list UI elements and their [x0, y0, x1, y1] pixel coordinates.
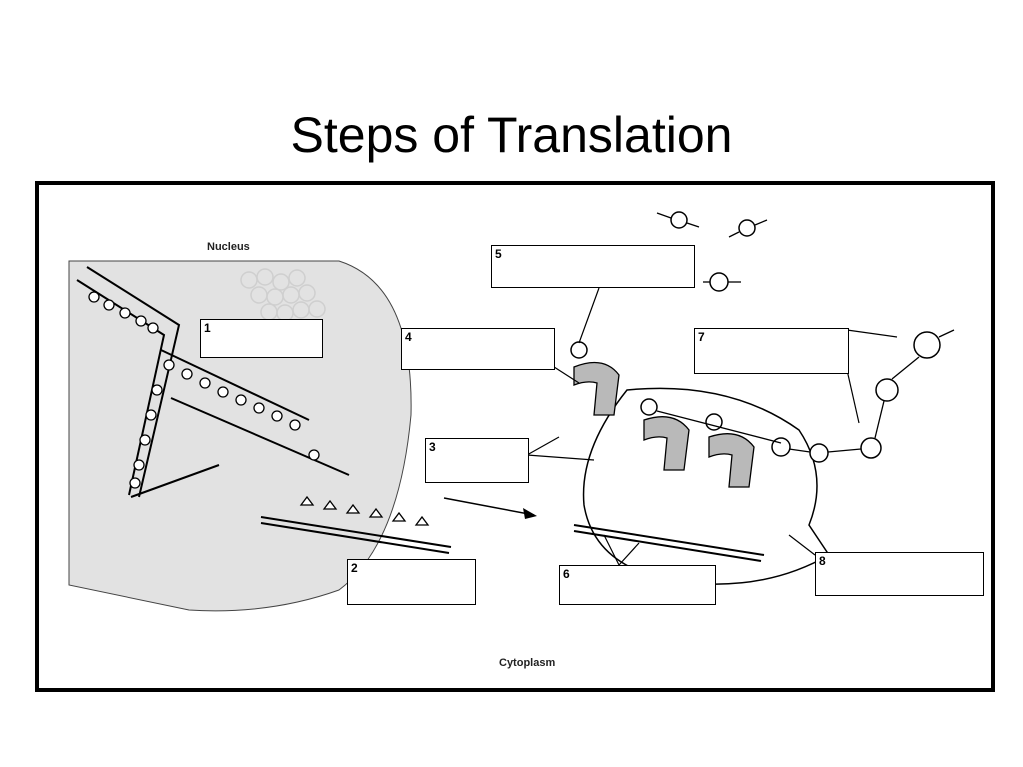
leader-lines — [526, 287, 898, 566]
dna-bases — [88, 291, 320, 489]
cytoplasm-label: Cytoplasm — [499, 657, 556, 669]
direction-arrow — [443, 497, 537, 519]
peptide-bonds — [656, 212, 955, 453]
label-number-4: 4 — [405, 330, 412, 344]
label-box-7[interactable]: 7 — [694, 328, 849, 374]
label-number-6: 6 — [563, 567, 570, 581]
label-number-1: 1 — [204, 321, 211, 335]
label-number-2: 2 — [351, 561, 358, 575]
slide-title: Steps of Translation — [290, 107, 733, 163]
label-box-6[interactable]: 6 — [559, 565, 716, 605]
label-number-5: 5 — [495, 247, 502, 261]
nucleus-region — [68, 260, 412, 612]
mrna-codons — [299, 495, 430, 526]
diagram-artwork — [68, 211, 955, 612]
label-box-3[interactable]: 3 — [425, 438, 529, 483]
nucleus-label: Nucleus — [207, 241, 250, 253]
label-box-8[interactable]: 8 — [815, 552, 984, 596]
trna-molecules — [573, 361, 755, 488]
amino-acid-chain — [570, 211, 941, 463]
label-number-7: 7 — [698, 330, 705, 344]
label-box-4[interactable]: 4 — [401, 328, 555, 370]
label-box-1[interactable]: 1 — [200, 319, 323, 358]
label-box-5[interactable]: 5 — [491, 245, 695, 288]
translation-diagram: Nucleus Cytoplasm 1 2 3 4 5 6 7 8 — [35, 181, 995, 692]
ribosome-outline — [582, 387, 831, 585]
mrna-strand — [260, 516, 452, 554]
label-box-2[interactable]: 2 — [347, 559, 476, 605]
nucleolus-texture — [240, 268, 326, 322]
label-number-3: 3 — [429, 440, 436, 454]
label-number-8: 8 — [819, 554, 826, 568]
